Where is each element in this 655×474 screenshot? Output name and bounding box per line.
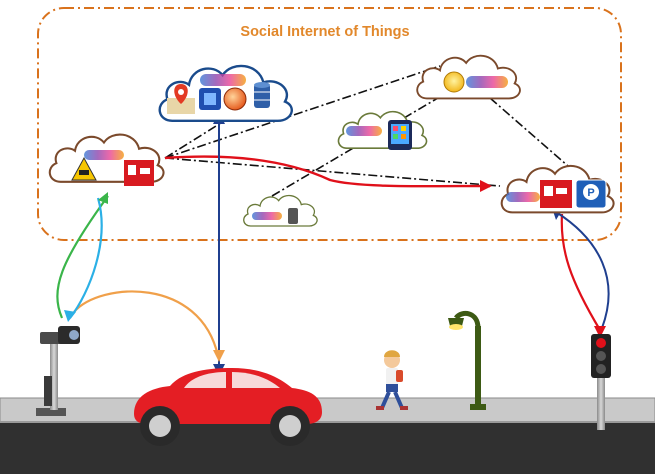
street: [0, 397, 655, 474]
arrowhead-light-red: [594, 326, 606, 338]
link-light-to-parking-red: [560, 213, 601, 331]
pedestrian-boy: [376, 350, 408, 410]
links: [56, 65, 610, 376]
red-car: [134, 368, 322, 446]
sensor-card-icon: [124, 160, 154, 186]
sidewalk: [0, 397, 655, 423]
link-camera-to-car: [73, 290, 220, 357]
arrowhead-parking: [480, 180, 492, 192]
lightbulb-icon: [443, 71, 465, 93]
svg-text:P: P: [587, 187, 594, 199]
map-pin-icon: [167, 84, 195, 114]
smartphone-cloud[interactable]: [337, 110, 428, 150]
street-lamp: [448, 310, 486, 410]
link-traffic-to-parking: [164, 155, 491, 188]
arrowhead-car-orange: [213, 350, 225, 362]
social-iot-frame: [37, 7, 622, 241]
wave-icon: [252, 212, 282, 220]
chip-icon: [199, 88, 221, 110]
wave-icon: [466, 76, 508, 88]
cctv-warning-icon: [71, 156, 97, 181]
wave-icon: [346, 126, 382, 136]
database-icon: [254, 82, 270, 108]
car-cloud[interactable]: [158, 64, 294, 123]
pedestrian-cloud[interactable]: [242, 194, 318, 227]
sensor-card-icon: [540, 180, 572, 208]
diagram-title: Social Internet of Things: [240, 24, 410, 40]
wave-icon: [506, 192, 540, 202]
wave-icon: [84, 150, 124, 160]
link-streetlight-to-parking: [489, 97, 569, 167]
compass-icon: [223, 87, 247, 111]
streetlight-cloud[interactable]: [416, 54, 521, 100]
link-car-to-traffic: [164, 115, 233, 159]
camera-pole: [36, 326, 80, 416]
link-light-to-parking-navy: [555, 211, 610, 329]
link-camera-to-cloud-green: [56, 195, 109, 319]
road: [0, 422, 655, 474]
arrowhead-cloud-green: [98, 192, 108, 204]
wave-icon: [200, 74, 246, 86]
parking-cloud[interactable]: P: [500, 164, 615, 214]
link-camera-to-cloud-cyan: [69, 197, 103, 319]
phone-icon: [288, 208, 298, 224]
link-traffic-to-streetlight: [164, 65, 441, 159]
link-traffic-to-parking-dashdot: [164, 157, 501, 187]
apps-phone-icon: [388, 120, 412, 150]
traffic-camera-cloud[interactable]: [48, 133, 165, 186]
link-pedestrian-to-streetlight: [271, 81, 466, 197]
traffic-light: [591, 334, 611, 430]
arrowhead-camera-cyan: [64, 310, 76, 322]
parking-sign-icon: P: [575, 179, 607, 209]
